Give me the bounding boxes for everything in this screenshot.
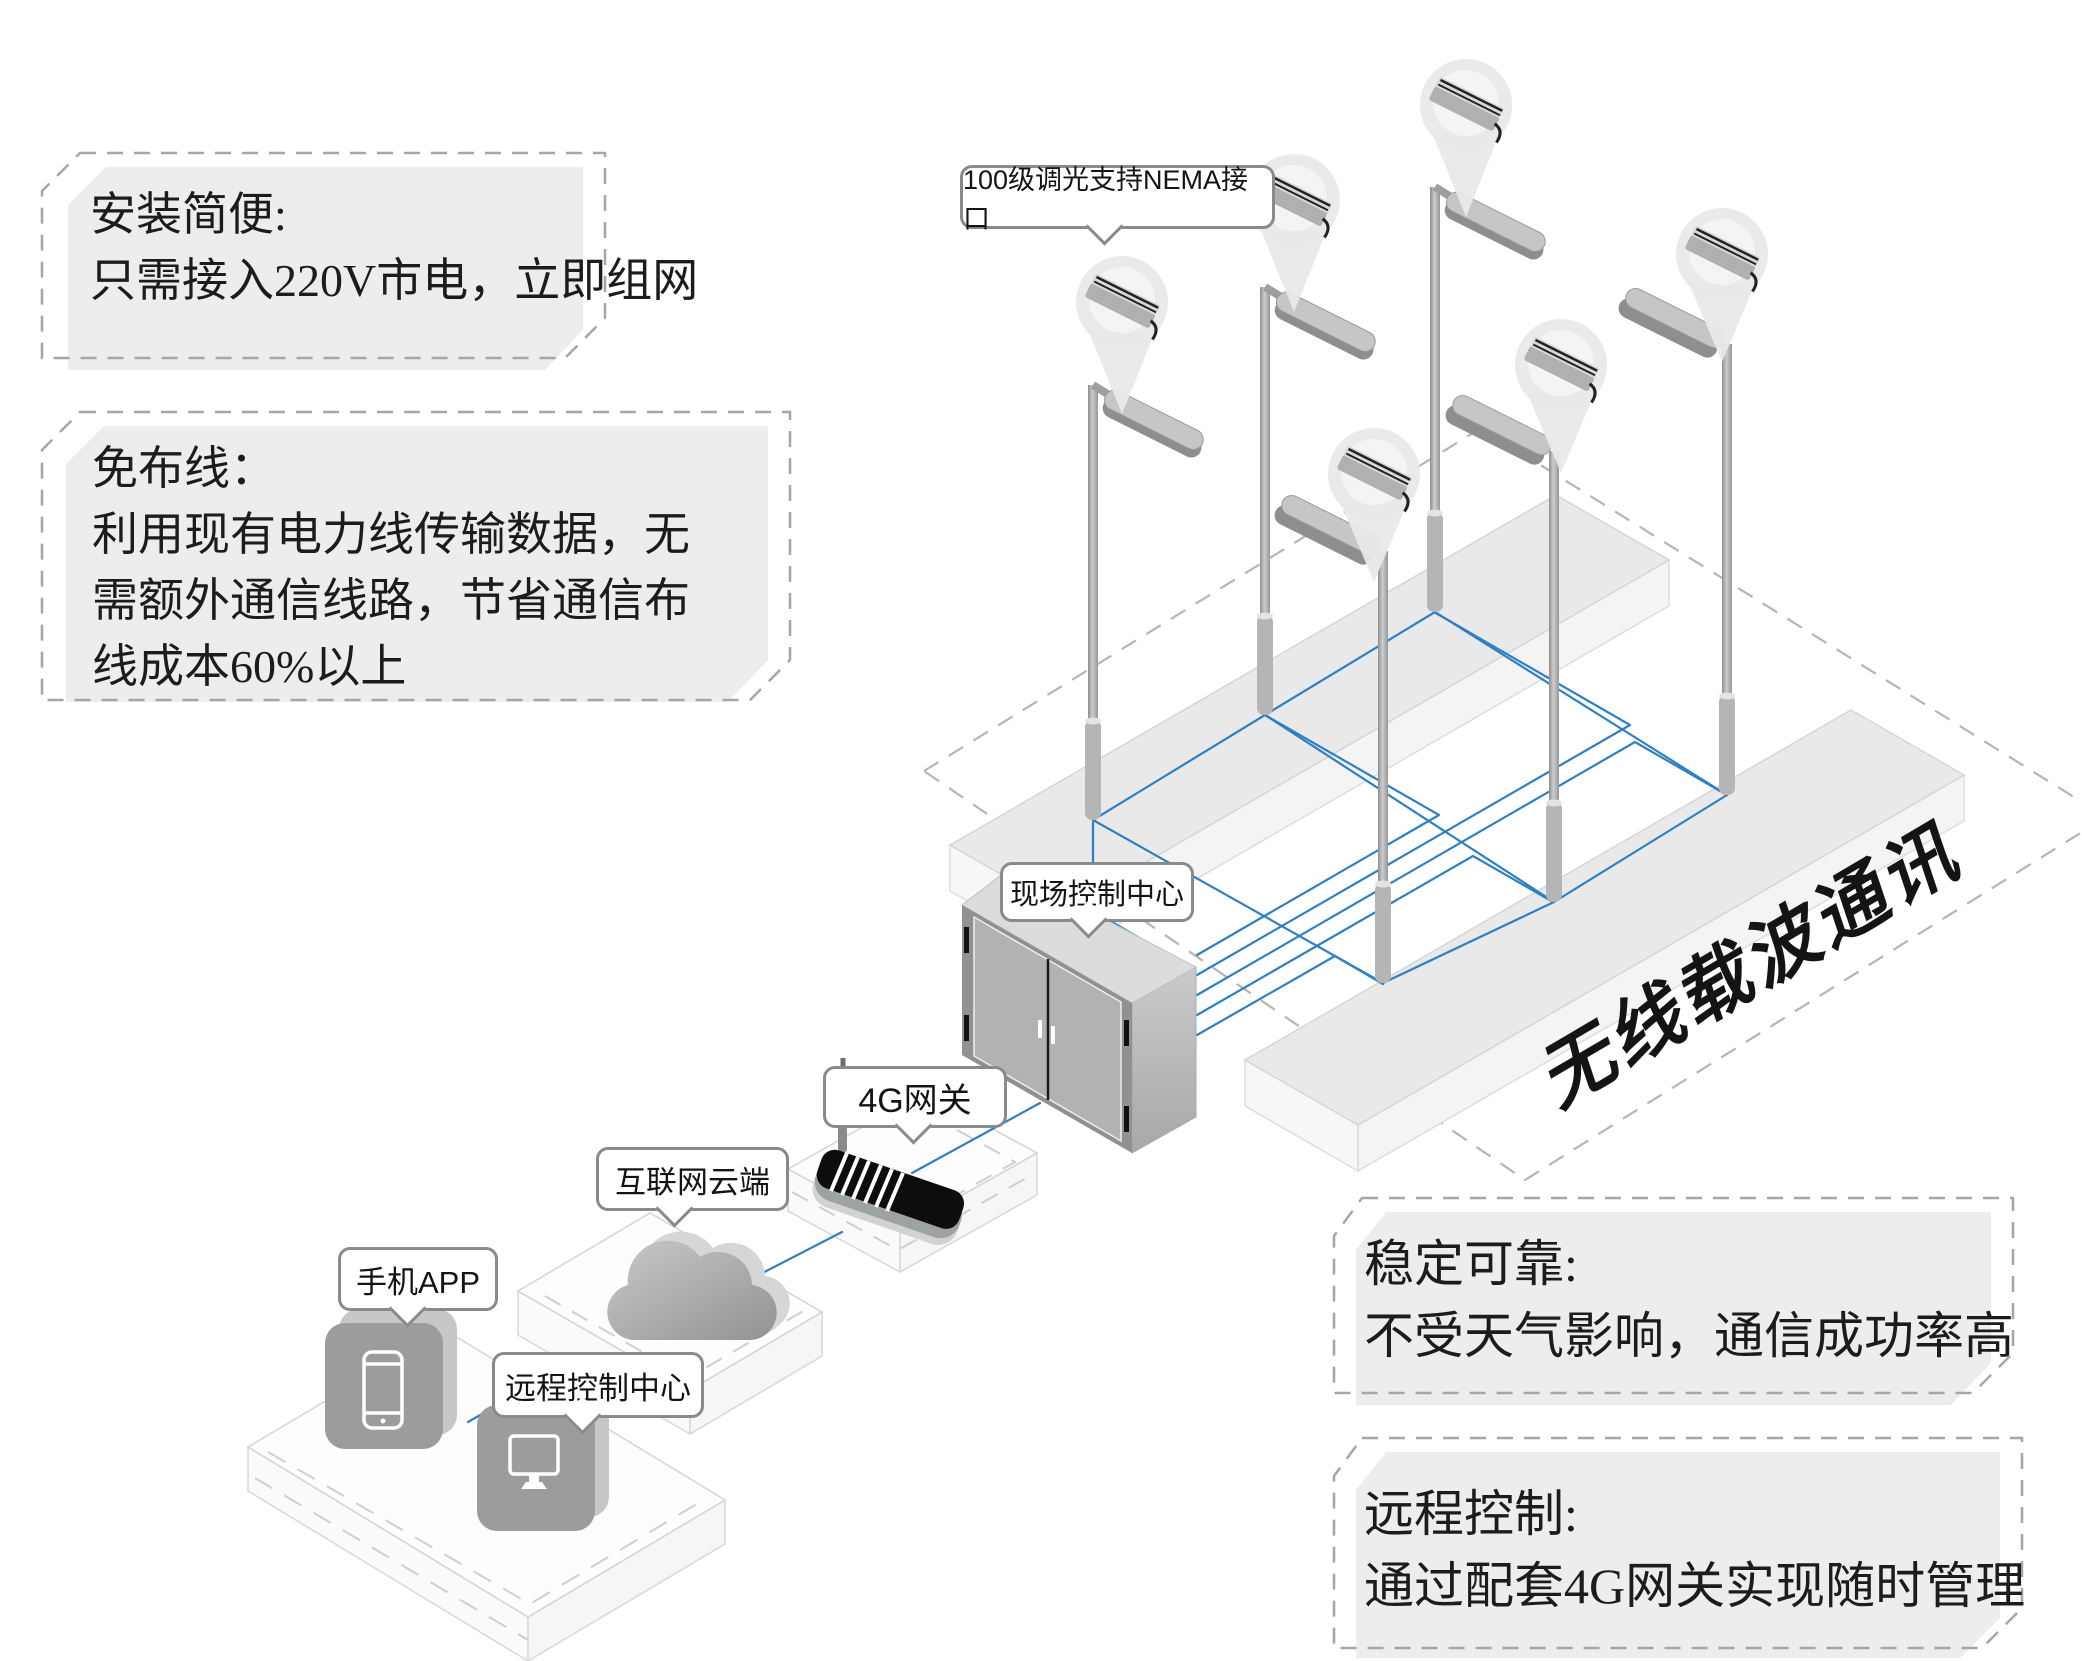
info-box-reliable-shape [1332, 1196, 2015, 1405]
bubble-phone-app-label: 手机APP [355, 1264, 481, 1300]
nema-controller-pin [1328, 428, 1420, 582]
bubble-nema: 100级调光支持NEMA接口 [960, 165, 1275, 234]
street-lamp-5 [1445, 319, 1607, 902]
street-lamp-3 [1076, 256, 1204, 820]
street-lamp-1 [1420, 59, 1546, 612]
bubble-nema-label: 100级调光支持NEMA接口 [963, 165, 1249, 234]
bubble-cloud: 互联网云端 [596, 1147, 789, 1211]
cloud-shape [607, 1231, 790, 1341]
bubble-remote-center: 远程控制中心 [492, 1352, 704, 1418]
info-box-nowiring-shape [40, 410, 792, 702]
info-box-title: 稳定可靠: [1364, 1236, 1578, 1292]
info-box-install-shape [40, 151, 607, 370]
info-box-remote-shape [1332, 1436, 2024, 1658]
ground-boundary [921, 426, 2082, 1182]
phone-tile [325, 1309, 457, 1449]
street-lamp-4 [1618, 208, 1768, 795]
bubble-phone-app: 手机APP [338, 1247, 498, 1311]
nema-controller-pin [1515, 319, 1607, 473]
nema-controller-pin [1076, 256, 1168, 414]
info-box-title: 远程控制: [1364, 1486, 1578, 1542]
info-box-install: 安装简便: 只需接入220V市电，立即组网 [90, 182, 698, 314]
info-box-body: 通过配套4G网关实现随时管理 [1364, 1558, 2026, 1614]
monitor-icon [508, 1434, 560, 1489]
info-box-body: 利用现有电力线传输数据，无需额外通信线路，节省通信布线成本60%以上 [92, 509, 690, 692]
powerline-cables [466, 610, 1729, 1424]
info-box-body: 只需接入220V市电，立即组网 [90, 255, 699, 306]
bubble-cloud-label: 互联网云端 [615, 1164, 770, 1200]
lamp-strip-right [1243, 709, 1966, 1173]
bubble-remote-center-label: 远程控制中心 [505, 1370, 691, 1406]
nema-controller-pin [1420, 59, 1512, 217]
bubble-gateway: 4G网关 [823, 1066, 1007, 1128]
gateway-router [812, 1058, 965, 1245]
info-box-reliable: 稳定可靠: 不受天气影响，通信成功率高 [1364, 1228, 2014, 1372]
info-box-remote: 远程控制: 通过配套4G网关实现随时管理 [1364, 1478, 2025, 1622]
bubble-gateway-label: 4G网关 [858, 1081, 972, 1120]
bubble-site-control: 现场控制中心 [1000, 862, 1194, 922]
smartphone-icon [362, 1350, 404, 1430]
info-box-title: 免布线： [92, 443, 276, 494]
bubble-site-control-label: 现场控制中心 [1009, 879, 1184, 911]
info-box-title: 安装简便: [90, 189, 287, 240]
info-box-nowiring: 免布线： 利用现有电力线传输数据，无需额外通信线路，节省通信布线成本60%以上 [92, 436, 732, 700]
info-box-body: 不受天气影响，通信成功率高 [1364, 1308, 2014, 1364]
nema-controller-pin [1676, 208, 1768, 362]
street-lamp-6 [1274, 428, 1420, 983]
